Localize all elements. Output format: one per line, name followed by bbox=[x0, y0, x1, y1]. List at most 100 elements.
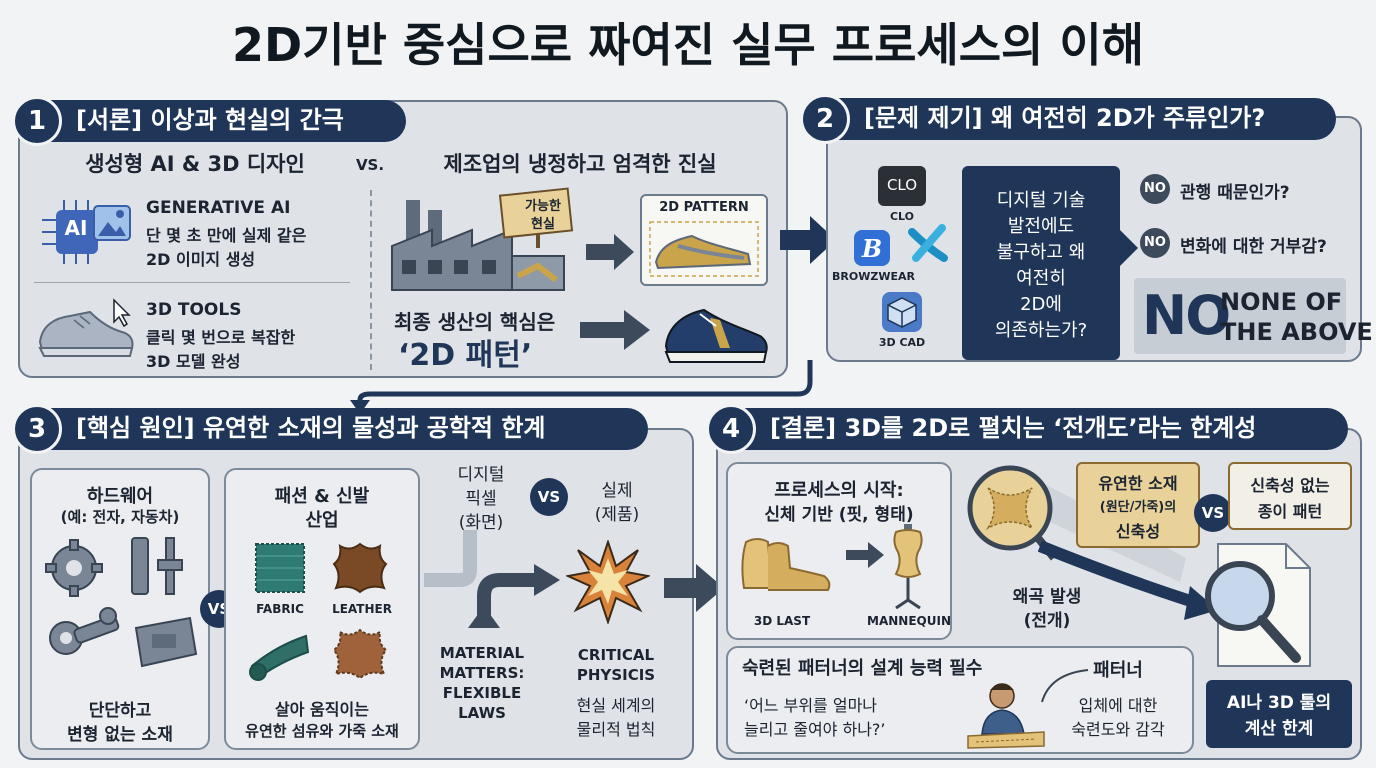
patterner-line1: 입체에 대한 bbox=[1078, 696, 1158, 715]
quote-line1: ‘어느 부위를 얼마나 bbox=[744, 696, 878, 715]
3d-cad-label: 3D CAD bbox=[878, 336, 926, 349]
material-line1: MATERIAL bbox=[439, 644, 525, 662]
3d-last-label: 3D LAST bbox=[753, 614, 811, 628]
physics-line2: 물리적 법칙 bbox=[576, 720, 656, 739]
distortion-line1: 왜곡 발생 bbox=[1012, 587, 1082, 607]
patterner-person-icon bbox=[967, 683, 1045, 749]
2d-pattern-label: 2D PATTERN bbox=[659, 200, 749, 215]
x-cross-logo-icon bbox=[908, 224, 948, 262]
digital-real-vs-badge: VS bbox=[530, 478, 568, 516]
arrow-last-to-mannequin-icon bbox=[846, 542, 884, 568]
core-line2: ‘2D 패턴’ bbox=[398, 338, 533, 373]
skill-card bbox=[726, 646, 1194, 754]
sign-line1: 가능한 bbox=[525, 199, 561, 214]
question-line2: 발전에도 bbox=[1007, 216, 1075, 237]
critical-physics-burst-icon bbox=[566, 540, 650, 624]
gen-ai-line2: 2D 이미지 생성 bbox=[146, 250, 256, 269]
gen-ai-line1: 단 몇 초 만에 실제 같은 bbox=[146, 226, 307, 245]
clo-logo bbox=[878, 166, 926, 206]
question-line3: 불구하고 왜 bbox=[996, 242, 1086, 263]
ai-limit-line2: 계산 한계 bbox=[1244, 719, 1314, 739]
hardware-desc-line1: 단단하고 bbox=[88, 701, 152, 721]
none-of-line2: THE ABOVE bbox=[1220, 318, 1373, 346]
arrow-s1-to-s2-icon bbox=[780, 216, 836, 264]
physics-line1: 현실 세계의 bbox=[576, 696, 656, 715]
fashion-title-line2: 산업 bbox=[305, 510, 339, 531]
mannequin-icon bbox=[893, 524, 923, 610]
fabric-swatch-icon bbox=[255, 543, 305, 593]
flexible-line1: 유연한 소재 bbox=[1098, 474, 1178, 493]
s1-right-title: 제조업의 냉정하고 엄격한 진실 bbox=[443, 152, 717, 176]
clo-label: CLO bbox=[889, 210, 915, 223]
browzwear-label: BROWZWEAR bbox=[832, 270, 915, 283]
critical-line2: PHYSICIS bbox=[576, 666, 656, 684]
3d-sneaker-icon bbox=[38, 298, 134, 357]
real-line1: 실제 bbox=[601, 481, 633, 501]
none-of-line1: NONE OF bbox=[1220, 288, 1343, 316]
factory-icon bbox=[391, 187, 574, 291]
section4-heading: 4 [결론] 3D를 2D로 펼치는 ‘전개도’라는 한계성 bbox=[706, 404, 1348, 454]
s1-left-title: 생성형 AI & 3D 디자인 bbox=[85, 152, 305, 176]
s4-vs-badge: VS bbox=[1194, 494, 1232, 532]
question-box bbox=[962, 166, 1120, 360]
ai-limit-line1: AI나 3D 툴의 bbox=[1226, 693, 1332, 713]
clo-logo-text: CLO bbox=[886, 176, 918, 194]
section3-heading-text: [핵심 원인] 유연한 소재의 물성과 공학적 한계 bbox=[76, 414, 546, 442]
digital-line3: (화면) bbox=[458, 513, 504, 533]
leather-hide-icon bbox=[332, 542, 388, 594]
arrow-to-shoe-icon bbox=[580, 310, 650, 350]
section4-number: 4 bbox=[706, 404, 756, 454]
fashion-desc-line2: 유연한 섬유와 가죽 소재 bbox=[245, 722, 399, 740]
question-line6: 의존하는가? bbox=[994, 320, 1088, 341]
hardware-card bbox=[30, 468, 210, 750]
patterner-label: 패터너 bbox=[1093, 660, 1143, 681]
fabric-label: FABRIC bbox=[256, 602, 304, 616]
sign-line2: 현실 bbox=[531, 217, 555, 232]
fashion-title-line1: 패션 & 신발 bbox=[274, 486, 370, 507]
fabric-roll-icon bbox=[249, 634, 310, 681]
paper-pattern-box bbox=[1228, 462, 1352, 530]
3d-cad-cube-icon bbox=[882, 292, 922, 332]
option-habit: 관행 때문인가? bbox=[1180, 183, 1290, 203]
connector-s2-to-s3-icon bbox=[350, 360, 813, 414]
hardware-desc-line2: 변형 없는 소재 bbox=[67, 725, 173, 745]
pattern-shoe-icon bbox=[649, 221, 759, 277]
question-box-arrow-icon bbox=[1118, 228, 1138, 268]
section1-heading-text: [서론] 이상과 현실의 간극 bbox=[76, 106, 344, 134]
ai-chip-icon bbox=[42, 200, 131, 264]
fashion-card bbox=[224, 468, 420, 750]
3d-tools-line2: 3D 모델 완성 bbox=[146, 352, 241, 371]
final-sneaker-icon bbox=[664, 308, 768, 363]
question-line5: 2D에 bbox=[1020, 294, 1062, 315]
question-line1: 디지털 기술 bbox=[996, 190, 1086, 211]
hardware-parts-icon bbox=[45, 537, 198, 668]
page-title: 2D기반 중심으로 짜여진 실무 프로세스의 이해 bbox=[231, 18, 1145, 72]
leather-piece-icon bbox=[332, 628, 388, 680]
no-badge-2: NO bbox=[1140, 228, 1170, 258]
critical-line1: CRITICAL bbox=[577, 646, 655, 664]
flexible-line2: (원단/가죽)의 bbox=[1099, 500, 1177, 515]
s1-vs: VS. bbox=[355, 156, 385, 174]
none-of-above-box bbox=[1134, 278, 1346, 354]
leather-label: LEATHER bbox=[332, 602, 392, 616]
material-line4: LAWS bbox=[458, 704, 506, 722]
hardware-subtitle: (예: 전자, 자동차) bbox=[60, 508, 180, 526]
hardware-title: 하드웨어 bbox=[86, 486, 154, 507]
question-line4: 여전히 bbox=[1016, 268, 1066, 289]
3d-tools-title: 3D TOOLS bbox=[146, 300, 242, 320]
real-line2: (제품) bbox=[594, 505, 640, 525]
mannequin-label: MANNEQUIN bbox=[867, 614, 951, 628]
core-line1: 최종 생산의 핵심은 bbox=[394, 310, 556, 334]
gen-ai-title: GENERATIVE AI bbox=[146, 198, 291, 218]
svg-text:B: B bbox=[861, 234, 882, 263]
flow-arrows-icon bbox=[424, 530, 560, 628]
arrow-s3-to-s4-icon bbox=[664, 564, 724, 612]
section1-heading: 1 [서론] 이상과 현실의 간극 bbox=[12, 96, 406, 146]
patterner-line2: 숙련도와 감각 bbox=[1071, 720, 1165, 739]
distortion-line2: (전개) bbox=[1023, 611, 1071, 631]
digital-line2: 픽셀 bbox=[465, 489, 497, 509]
arrow-to-pattern-icon bbox=[586, 234, 634, 270]
section3-number: 3 bbox=[12, 404, 62, 454]
s1-divider-vertical bbox=[370, 190, 372, 370]
paper-line2: 종이 패턴 bbox=[1257, 502, 1323, 521]
